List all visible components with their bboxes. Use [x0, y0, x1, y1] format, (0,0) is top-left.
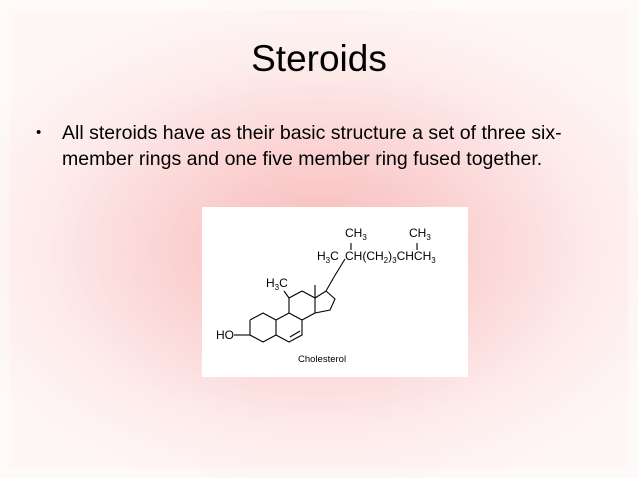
bullet-list: • All steroids have as their basic struc… — [30, 120, 590, 172]
ho-label: HO — [216, 328, 234, 342]
ch3-end-label: CH3 — [409, 226, 431, 242]
bullet-item: • All steroids have as their basic struc… — [30, 120, 590, 172]
cholesterol-structure-diagram: HO H3C H3C CH3 CH3 CH(CH2)3CHCH3 Cholest… — [216, 226, 436, 365]
methyl-label-a: H3C — [266, 276, 288, 292]
slide-title: Steroids — [251, 38, 387, 79]
bullet-text: All steroids have as their basic structu… — [62, 122, 562, 170]
figure-caption: Cholesterol — [298, 354, 346, 365]
cholesterol-structure-image: HO H3C H3C CH3 CH3 CH(CH2)3CHCH3 Cholest… — [202, 207, 468, 377]
ch3-side-label: CH3 — [345, 226, 367, 242]
methyl-label-b: H3C — [317, 249, 339, 265]
bullet-dot-icon: • — [36, 124, 42, 141]
side-chain-label: CH(CH2)3CHCH3 — [345, 249, 436, 265]
ring-bonds — [234, 243, 418, 343]
